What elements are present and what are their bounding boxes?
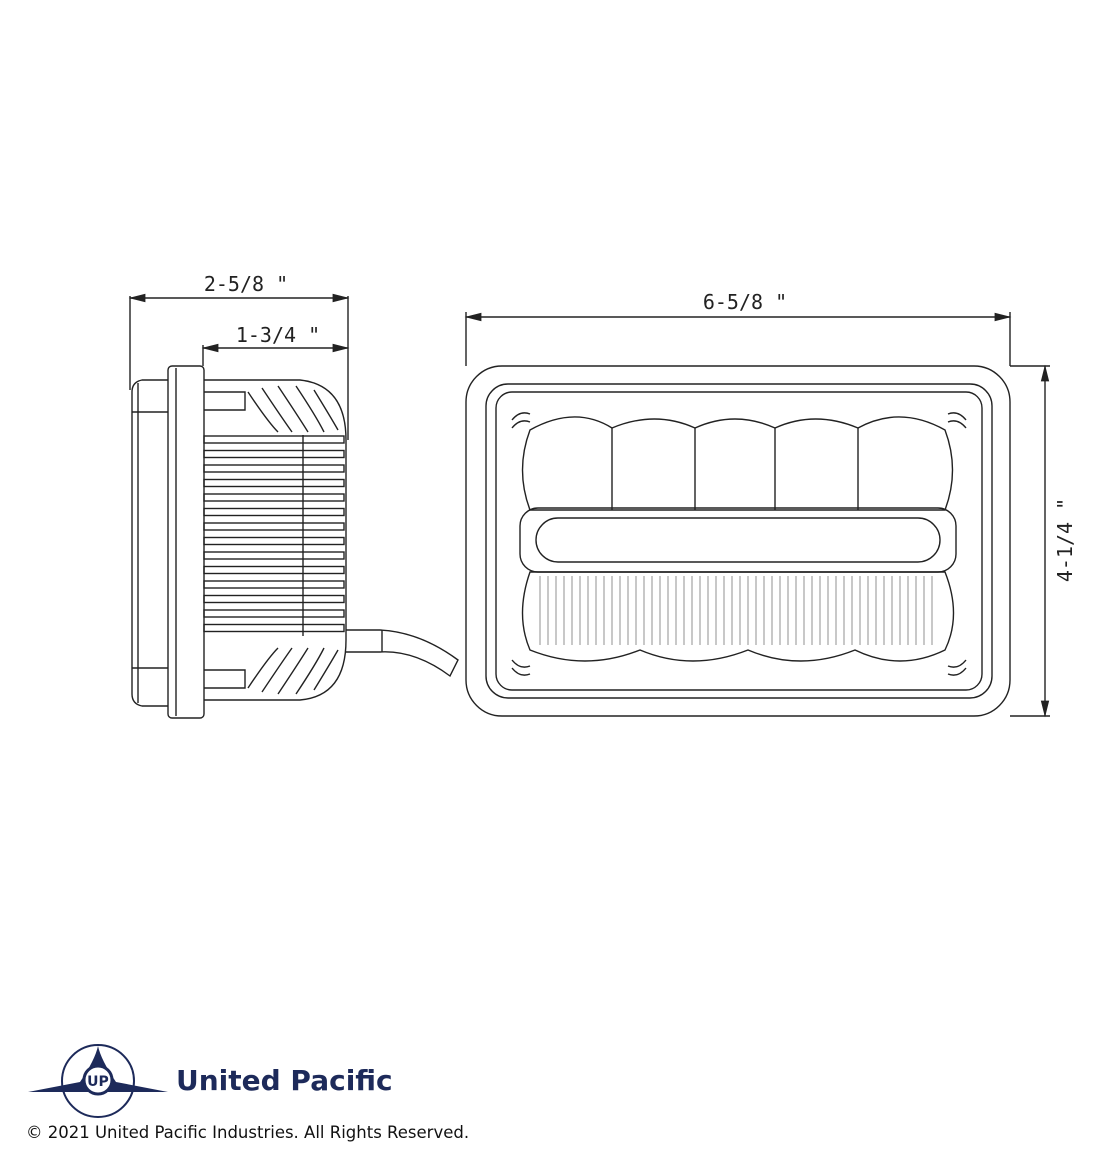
body-depth-label: 1-3/4 " [236, 323, 320, 347]
svg-text:UP: UP [87, 1074, 109, 1090]
fin [203, 522, 345, 531]
fin [203, 464, 345, 473]
fin [203, 594, 345, 604]
united-pacific-logo: UP [28, 1044, 168, 1118]
fin [203, 507, 345, 517]
fin [203, 565, 345, 575]
overall-depth-label: 2-5/8 " [204, 272, 288, 296]
fin [203, 449, 345, 459]
width-label: 6-5/8 " [703, 290, 787, 314]
brand-name: United Pacific [176, 1064, 393, 1097]
side-view [131, 365, 459, 719]
fin [203, 536, 345, 546]
front-view [465, 365, 1011, 717]
fin [203, 435, 345, 444]
fin [203, 493, 345, 502]
fin [203, 580, 345, 589]
lens-ribs [539, 576, 933, 645]
fin [203, 609, 345, 618]
fin [203, 551, 345, 560]
height-label: 4-1/4 " [1053, 498, 1077, 582]
heat-sink-fins [203, 435, 345, 633]
fin [203, 623, 345, 633]
copyright-text: © 2021 United Pacific Industries. All Ri… [26, 1123, 470, 1142]
fin [203, 478, 345, 488]
